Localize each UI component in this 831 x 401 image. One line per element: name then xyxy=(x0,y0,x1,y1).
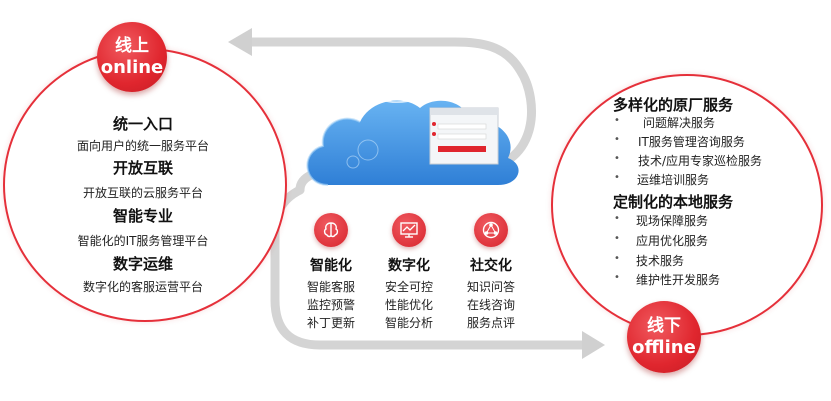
feature-item: 服务点评 xyxy=(466,316,515,330)
offline-item: IT服务管理咨询服务 xyxy=(638,135,745,149)
feature-item: 补丁更新 xyxy=(306,316,355,330)
online-subtitle-2: 智能化的IT服务管理平台 xyxy=(77,234,209,248)
right-arrow-head xyxy=(582,331,605,359)
offline-badge-en: offline xyxy=(632,337,696,358)
feature-item: 知识问答 xyxy=(466,280,515,294)
offline-circle xyxy=(551,74,823,336)
offline-item: 技术服务 xyxy=(636,254,685,268)
online-title-1: 开放互联 xyxy=(112,159,173,177)
offline-group-title-0: 多样化的原厂服务 xyxy=(613,96,734,114)
feature-title-0: 智能化 xyxy=(310,258,352,274)
feature-item: 安全可控 xyxy=(384,280,433,294)
bullet: • xyxy=(614,153,620,164)
offline-item: 问题解决服务 xyxy=(643,116,716,130)
online-badge: 线上 online xyxy=(97,22,167,92)
feature-item: 智能分析 xyxy=(384,316,433,330)
offline-badge: 线下 offline xyxy=(627,301,701,373)
online-subtitle-3: 数字化的客服运营平台 xyxy=(82,280,203,294)
online-badge-cn: 线上 xyxy=(115,36,149,56)
online-title-0: 统一入口 xyxy=(112,115,173,133)
bullet: • xyxy=(614,272,620,283)
bullet: • xyxy=(614,253,620,264)
offline-group-title-1: 定制化的本地服务 xyxy=(613,193,734,211)
cloud-illustration xyxy=(306,97,519,186)
offline-badge-cn: 线下 xyxy=(647,316,681,336)
brain-icon xyxy=(314,213,348,247)
monitor-chart-icon xyxy=(392,213,426,247)
feature-item: 在线咨询 xyxy=(466,298,515,312)
bullet: • xyxy=(614,115,620,126)
offline-item: 维护性开发服务 xyxy=(636,273,721,287)
feature-title-1: 数字化 xyxy=(388,258,430,274)
bullet: • xyxy=(614,233,620,244)
offline-item: 现场保障服务 xyxy=(636,214,709,228)
bullet: • xyxy=(614,134,620,145)
bullet: • xyxy=(614,172,620,183)
feature-item: 性能优化 xyxy=(384,298,433,312)
online-badge-en: online xyxy=(100,57,164,78)
network-icon xyxy=(474,213,508,247)
online-circle xyxy=(3,48,287,322)
online-title-2: 智能专业 xyxy=(112,207,173,225)
online-title-3: 数字运维 xyxy=(112,255,173,273)
feature-item: 智能客服 xyxy=(306,280,355,294)
online-subtitle-1: 开放互联的云服务平台 xyxy=(82,186,203,200)
online-subtitle-0: 面向用户的统一服务平台 xyxy=(76,139,209,153)
bullet: • xyxy=(614,213,620,224)
left-arrow-head xyxy=(228,28,252,56)
offline-item: 应用优化服务 xyxy=(636,234,709,248)
feature-title-2: 社交化 xyxy=(470,258,512,274)
feature-item: 监控预警 xyxy=(306,298,355,312)
offline-item: 技术/应用专家巡检服务 xyxy=(638,154,763,168)
offline-item: 运维培训服务 xyxy=(637,173,710,187)
